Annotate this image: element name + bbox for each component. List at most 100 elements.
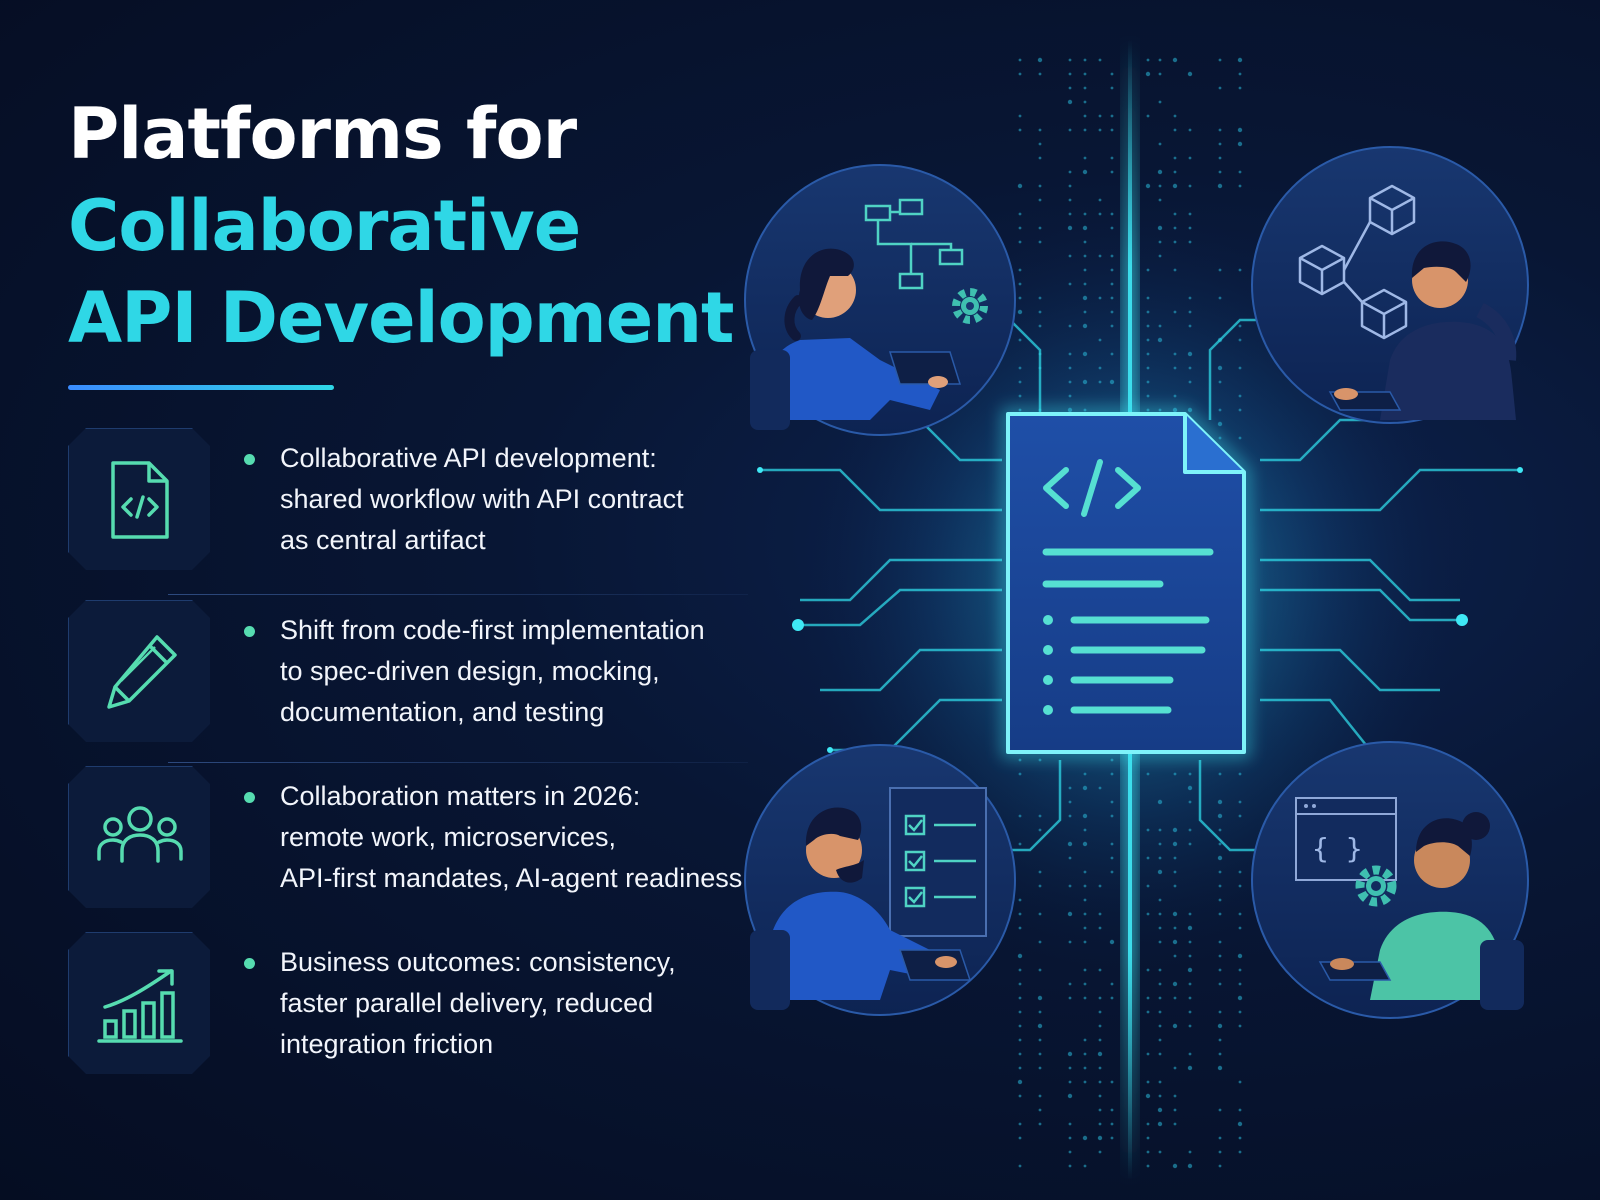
- data-dot: [1237, 995, 1243, 1001]
- data-dot: [1158, 72, 1162, 76]
- data-dot: [1218, 772, 1222, 776]
- data-dot: [1082, 1135, 1088, 1141]
- data-dot: [1188, 954, 1192, 958]
- data-dot: [1018, 338, 1022, 342]
- data-dot: [1173, 310, 1177, 314]
- data-dot: [1218, 128, 1222, 132]
- collaboration-illustration: { }: [744, 40, 1529, 1180]
- data-dot: [1173, 240, 1177, 244]
- data-dot: [1173, 1066, 1177, 1070]
- data-dot: [1218, 86, 1222, 90]
- data-dot: [1238, 436, 1242, 440]
- data-dot: [1173, 772, 1177, 776]
- data-dot: [1218, 268, 1222, 272]
- data-dot: [1038, 758, 1042, 762]
- data-dot: [1098, 1010, 1102, 1014]
- data-dot: [1098, 296, 1102, 300]
- data-dot: [1018, 366, 1022, 370]
- data-dot: [1098, 338, 1102, 342]
- data-dot: [1098, 198, 1102, 202]
- developer-flowchart-icon: [864, 198, 964, 290]
- data-dot: [1083, 1164, 1087, 1168]
- data-dot: [1158, 254, 1162, 258]
- data-dot: [1038, 226, 1042, 230]
- data-dot: [1068, 282, 1072, 286]
- data-dot: [1018, 72, 1022, 76]
- data-dot: [1238, 170, 1242, 174]
- data-dot: [1173, 926, 1177, 930]
- data-dot: [1018, 240, 1022, 244]
- data-dot: [1068, 814, 1072, 818]
- feature-text: Shift from code-first implementation to …: [280, 615, 705, 727]
- data-dot: [1082, 785, 1088, 791]
- data-dot: [1082, 323, 1088, 329]
- data-dot: [1158, 58, 1162, 62]
- data-dot: [1038, 1122, 1042, 1126]
- feature-icon-tile: [68, 766, 210, 908]
- page-title: Platforms for Collaborative API Developm…: [68, 88, 768, 364]
- data-dot: [1083, 254, 1087, 258]
- data-dot: [1187, 1065, 1193, 1071]
- data-dot: [1067, 225, 1073, 231]
- data-dot: [1146, 1122, 1150, 1126]
- data-dot: [1158, 1150, 1162, 1154]
- data-dot: [1067, 911, 1073, 917]
- data-dot: [1068, 1122, 1072, 1126]
- data-dot: [1238, 324, 1242, 328]
- data-dot: [1110, 114, 1114, 118]
- data-dot: [1068, 254, 1072, 258]
- data-dot: [1237, 1121, 1243, 1127]
- data-dot: [1158, 100, 1162, 104]
- data-dot: [1238, 86, 1242, 90]
- data-dot: [1173, 212, 1177, 216]
- data-dot: [1018, 394, 1022, 398]
- data-dot: [1083, 310, 1087, 314]
- data-dot: [1173, 1094, 1177, 1098]
- data-dot: [1188, 982, 1192, 986]
- developer-checklist-icon: [889, 787, 987, 937]
- data-dot: [1110, 254, 1114, 258]
- developer-person: [1318, 812, 1524, 1010]
- data-dot: [1238, 1108, 1242, 1112]
- data-dot: [1017, 183, 1023, 189]
- data-dot: [1146, 1164, 1150, 1168]
- data-dot: [1110, 856, 1114, 860]
- data-dot: [1188, 380, 1192, 384]
- data-dot: [1218, 954, 1222, 958]
- data-dot: [1082, 379, 1088, 385]
- data-dot: [1188, 212, 1192, 216]
- data-dot: [1068, 198, 1072, 202]
- data-dot: [1146, 338, 1150, 342]
- developer-person: [750, 807, 972, 1010]
- gear-icon: [952, 288, 988, 324]
- feature-row-outcomes: Business outcomes: consistency, faster p…: [68, 932, 758, 1078]
- data-dot: [1146, 1052, 1150, 1056]
- data-dot: [1188, 366, 1192, 370]
- data-dot: [1188, 912, 1192, 916]
- data-dot: [1110, 982, 1114, 986]
- data-dot: [1188, 324, 1192, 328]
- developer-modules-panel: [1251, 146, 1529, 424]
- data-dot: [1173, 996, 1177, 1000]
- data-dot: [1158, 842, 1162, 846]
- data-dot: [1218, 142, 1222, 146]
- data-dot: [1218, 1150, 1222, 1154]
- data-dot: [1083, 884, 1087, 888]
- data-dot: [1110, 758, 1114, 762]
- data-dot: [1146, 884, 1150, 888]
- data-dot: [1238, 884, 1242, 888]
- data-dot: [1038, 1052, 1042, 1056]
- data-dot: [1083, 982, 1087, 986]
- data-dot: [1218, 1052, 1222, 1056]
- data-dot: [1146, 996, 1150, 1000]
- data-dot: [1173, 856, 1177, 860]
- developer-flowchart-panel: [744, 164, 1016, 436]
- data-dot: [1173, 366, 1177, 370]
- data-dot: [1238, 800, 1242, 804]
- data-dot: [1173, 1122, 1177, 1126]
- data-dot: [1068, 1150, 1072, 1154]
- data-dot: [1110, 352, 1114, 356]
- data-dot: [1068, 1080, 1072, 1084]
- data-dot: [1217, 799, 1223, 805]
- data-dot: [1173, 226, 1177, 230]
